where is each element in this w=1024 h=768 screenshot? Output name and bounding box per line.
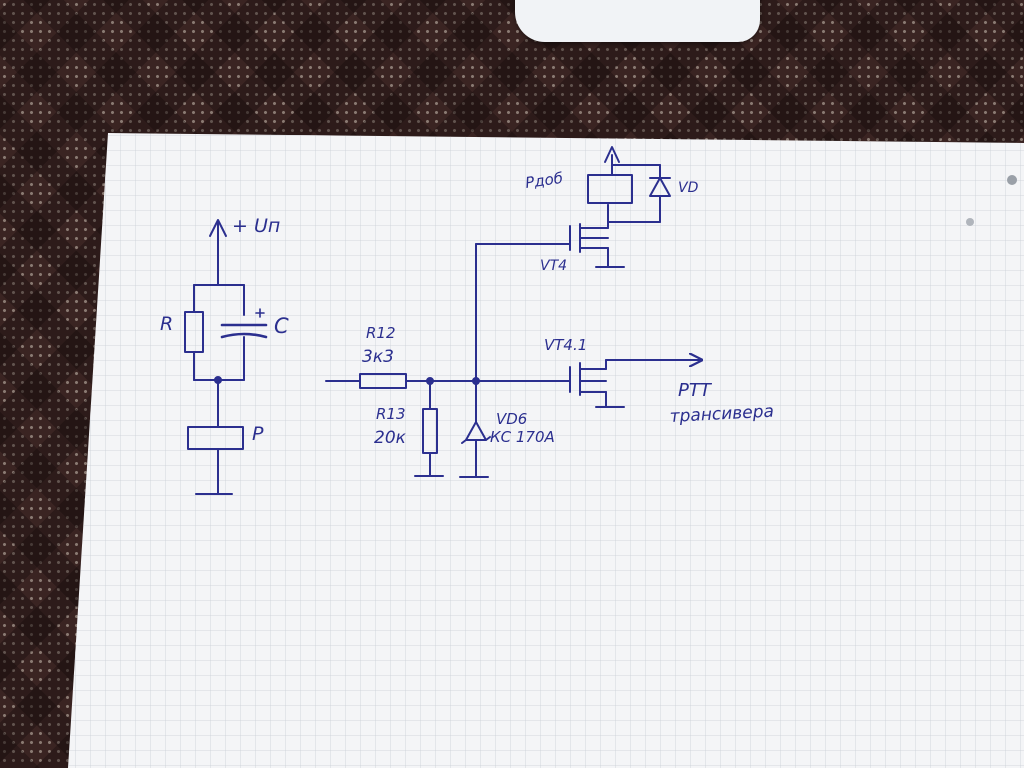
capacitor-plus [255, 308, 265, 318]
label-diode-vd: VD [678, 180, 699, 196]
supply-arrow [209, 219, 227, 237]
relay-output-stage [587, 146, 671, 223]
label-relay-p: P [252, 423, 264, 445]
transistor-vt41 [569, 360, 700, 408]
label-r13-name: R13 [376, 405, 406, 423]
supply-arrow-top [604, 146, 620, 163]
label-zener-type: КС 170А [490, 428, 555, 446]
label-relay-top: Рдоб [524, 169, 564, 192]
capacitor-plate-bottom [220, 332, 268, 339]
label-vt41: VT4.1 [544, 336, 587, 354]
left-circuit [184, 219, 268, 495]
label-capacitor-c: C [274, 314, 289, 338]
label-r13-value: 20к [374, 428, 407, 448]
relay-top-coil [587, 174, 633, 204]
label-ptt: PTT [678, 380, 713, 401]
label-resistor-r: R [160, 313, 173, 335]
label-zener-name: VD6 [496, 410, 527, 428]
label-r12-name: R12 [366, 324, 396, 342]
thumbtack [1007, 175, 1017, 185]
label-vt4: VT4 [540, 258, 567, 274]
thumbtack [966, 218, 974, 226]
input-network [325, 243, 571, 478]
transistor-vt4 [569, 204, 625, 268]
label-supply: + Uп [232, 215, 280, 237]
label-r12-value: 3к3 [362, 347, 394, 367]
tissue-paper [515, 0, 760, 42]
relay-p-coil [187, 426, 244, 450]
